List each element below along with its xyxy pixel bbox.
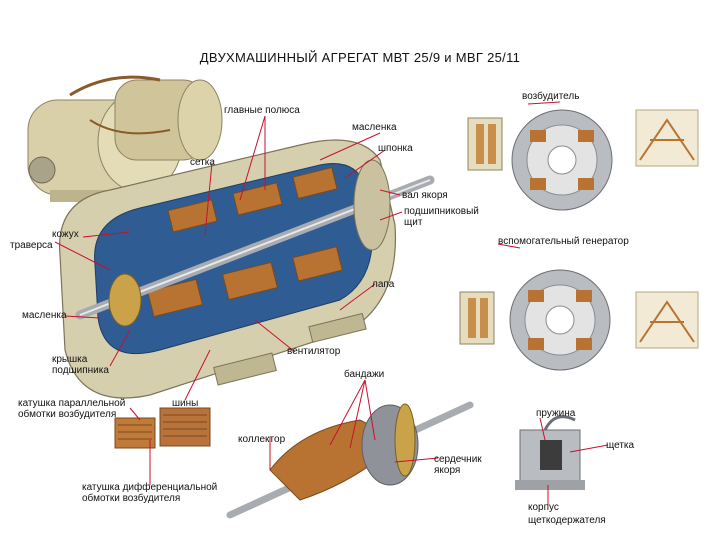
- page-title: ДВУХМАШИННЫЙ АГРЕГАТ МВТ 25/9 и МВГ 25/1…: [199, 50, 521, 65]
- label-shiny: шины: [172, 398, 199, 409]
- leader-lines: [54, 101, 609, 505]
- label-korpus-line2: щеткодержателя: [528, 515, 606, 526]
- label-podshipnikovyy-line2: щит: [404, 217, 423, 228]
- label-pruzhina: пружина: [536, 408, 576, 419]
- armature-illustration: [226, 401, 474, 519]
- exciter-stator-view: [467, 109, 699, 211]
- label-vspom-generator: вспомогательный генератор: [498, 236, 629, 247]
- label-traversa: траверса: [10, 240, 53, 251]
- label-serdechnik-line1: сердечник: [434, 454, 482, 465]
- main-cutaway-machine: [58, 139, 435, 399]
- label-serdechnik-line2: якоря: [434, 465, 461, 476]
- label-kryshka-line2: подшипника: [52, 365, 109, 376]
- label-katushka-diff-line1: катушка дифференциальной: [82, 482, 218, 493]
- label-katushka-par-line1: катушка параллельной: [18, 398, 126, 409]
- assembled-machine-illustration: [27, 75, 223, 202]
- label-katushka-diff-line2: обмотки возбудителя: [82, 493, 181, 504]
- field-coil-illustration: [114, 407, 211, 449]
- label-lapa: лапа: [372, 279, 395, 290]
- label-ventilyator: вентилятор: [287, 346, 341, 357]
- label-podshipnikovyy-line1: подшипниковый: [404, 206, 479, 217]
- label-glavnye-polyusa: главные полюса: [224, 105, 300, 116]
- brush-holder-illustration: [515, 415, 585, 490]
- label-vozbuditel: возбудитель: [522, 91, 580, 102]
- label-setka: сетка: [190, 157, 215, 168]
- label-kryshka-line1: крышка: [52, 354, 88, 365]
- label-korpus-line1: корпус: [528, 502, 559, 513]
- label-shchetka: щетка: [606, 440, 635, 451]
- aux-generator-stator-view: [459, 269, 699, 371]
- label-bandazhi: бандажи: [344, 369, 385, 380]
- label-shponka: шпонка: [378, 143, 413, 154]
- label-val-yakorya: вал якоря: [402, 190, 448, 201]
- label-maslenka-top: масленка: [352, 122, 397, 133]
- label-kollektor: коллектор: [238, 434, 286, 445]
- label-maslenka-left: масленка: [22, 310, 67, 321]
- label-kozhukh: кожух: [52, 229, 79, 240]
- label-katushka-par-line2: обмотки возбудителя: [18, 409, 117, 420]
